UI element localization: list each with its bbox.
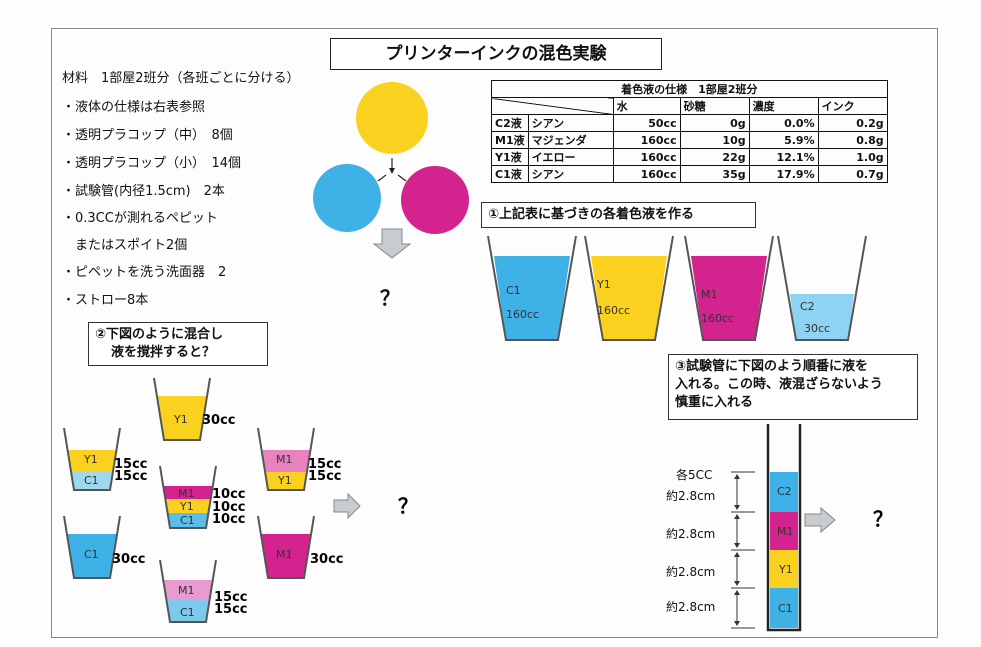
cup-label: Y1 (596, 278, 611, 291)
layer-label: C1 (778, 602, 793, 615)
cup-label: C2 (800, 300, 815, 313)
volume-label: 15cc (308, 469, 342, 484)
svg-text:M1: M1 (276, 453, 293, 466)
material-item: ・透明プラコップ（中） 8個 (62, 128, 233, 143)
volume-label: 15cc (214, 590, 248, 605)
layer-label: Y1 (778, 563, 793, 576)
height-label: 約2.8cm (666, 565, 716, 579)
magenta-circle (401, 166, 469, 234)
volume-label: 15cc (114, 457, 148, 472)
svg-text:M1: M1 (178, 584, 195, 597)
volume-label: 10cc (212, 500, 246, 515)
svg-text:C1: C1 (180, 514, 195, 527)
yellow-circle (356, 82, 428, 154)
volume-label: 30cc (112, 552, 146, 567)
cup-volume: 30cc (804, 322, 830, 335)
material-item: またはスポイト2個 (62, 238, 188, 253)
volume-label: 15cc (214, 602, 248, 617)
header-concentration: 濃度 (748, 97, 819, 115)
header-ink: インク (817, 97, 888, 115)
worksheet-frame (51, 28, 938, 638)
table-header-row: 水 砂糖 濃度 インク (491, 97, 888, 115)
step3-line1: ③試験管に下図のよう順番に液を (675, 359, 869, 374)
cyan-circle (313, 164, 381, 232)
test-tube-diagram: C2 M1 Y1 C1 ？ (731, 424, 893, 632)
down-arrow-icon (372, 228, 412, 259)
cup-y1-30cc: Y1 (153, 377, 211, 441)
cup-label: C1 (506, 284, 521, 297)
volume-label: 30cc (310, 552, 344, 567)
header-water: 水 (612, 97, 681, 115)
step3-line3: 慎重に入れる (675, 395, 754, 410)
material-item: ・液体の仕様は右表参照 (62, 100, 206, 115)
cup-label: M1 (701, 288, 718, 301)
materials-header: 材料 1部屋2班分（各班ごとに分ける） (62, 71, 300, 86)
table-title: 着色液の仕様 1部屋2班分 (491, 80, 888, 98)
step1-cups: C1 160cc Y1 160cc M1 160cc C2 30cc (487, 235, 867, 341)
volume-label: 15cc (114, 469, 148, 484)
volume-label: 15cc (308, 457, 342, 472)
step2-line2: 液を撹拌すると？ (111, 345, 216, 360)
volume-label: 10cc (212, 487, 246, 502)
step2-instruction: ②下図のように混合し 液を撹拌すると？ (88, 322, 268, 366)
cup-m1-y1-c1: M1 Y1 C1 (159, 465, 217, 529)
step2-mixing-cups: Y1 30cc Y1 C1 15cc 15cc M1 Y1 15cc 15cc … (63, 377, 418, 623)
right-arrow-icon (804, 506, 836, 534)
cup-y1-c1: Y1 C1 (63, 427, 121, 491)
cup-c1: C1 160cc (487, 235, 577, 341)
svg-text:M1: M1 (276, 548, 293, 561)
step3-instruction: ③試験管に下図のよう順番に液を 入れる。この時、液混ざらないよう 慎重に入れる (668, 354, 918, 420)
step3-line2: 入れる。この時、液混ざらないよう (675, 377, 883, 392)
volume-label: 30cc (202, 413, 236, 428)
cup-m1-y1: M1 Y1 (257, 427, 315, 491)
material-item: ・ストロー8本 (62, 293, 149, 308)
page-title: プリンターインクの混色実験 (330, 38, 662, 70)
material-item: ・試験管(内径1.5cm) 2本 (62, 184, 225, 199)
volume-label: 10cc (212, 512, 246, 527)
material-item: ・透明プラコップ（小） 14個 (62, 156, 242, 171)
layer-label: M1 (777, 525, 794, 538)
layer-label: C2 (777, 485, 792, 498)
cup-c2: C2 30cc (777, 235, 867, 341)
test-tube (766, 424, 802, 632)
cup-volume: 160cc (597, 304, 630, 317)
color-mixing-diagram (313, 82, 469, 259)
height-label: 約2.8cm (666, 600, 716, 614)
cup-m1: M1 160cc (684, 235, 774, 341)
svg-text:Y1: Y1 (83, 453, 98, 466)
question-mark: ？ (398, 494, 418, 518)
step1-instruction: ①上記表に基づきの各着色液を作る (481, 202, 756, 228)
svg-text:C1: C1 (84, 548, 99, 561)
question-mark: ？ (380, 286, 400, 310)
svg-text:C1: C1 (84, 474, 99, 487)
svg-text:C1: C1 (180, 606, 195, 619)
each-volume-label: 各5CC (676, 468, 713, 482)
svg-text:M1: M1 (178, 487, 195, 500)
svg-text:Y1: Y1 (277, 474, 292, 487)
cup-m1-30cc: M1 (257, 515, 315, 579)
material-item: ・0.3CCが測れるペピット (62, 211, 218, 226)
height-label: 約2.8cm (666, 489, 716, 503)
height-label: 約2.8cm (666, 527, 716, 541)
header-sugar: 砂糖 (679, 97, 750, 115)
svg-text:Y1: Y1 (179, 500, 194, 513)
cup-m1-c1: M1 C1 (159, 559, 217, 623)
material-item: ・ピペットを洗う洗面器 2 (62, 265, 227, 280)
question-mark: ？ (873, 507, 893, 531)
svg-text:Y1: Y1 (173, 413, 188, 426)
right-arrow-icon (333, 492, 361, 520)
cup-volume: 160cc (506, 308, 539, 321)
cup-c1-30cc: C1 (63, 515, 121, 579)
cup-volume: 160cc (701, 312, 734, 325)
step2-line1: ②下図のように混合し (95, 327, 224, 342)
cup-y1: Y1 160cc (584, 235, 674, 341)
